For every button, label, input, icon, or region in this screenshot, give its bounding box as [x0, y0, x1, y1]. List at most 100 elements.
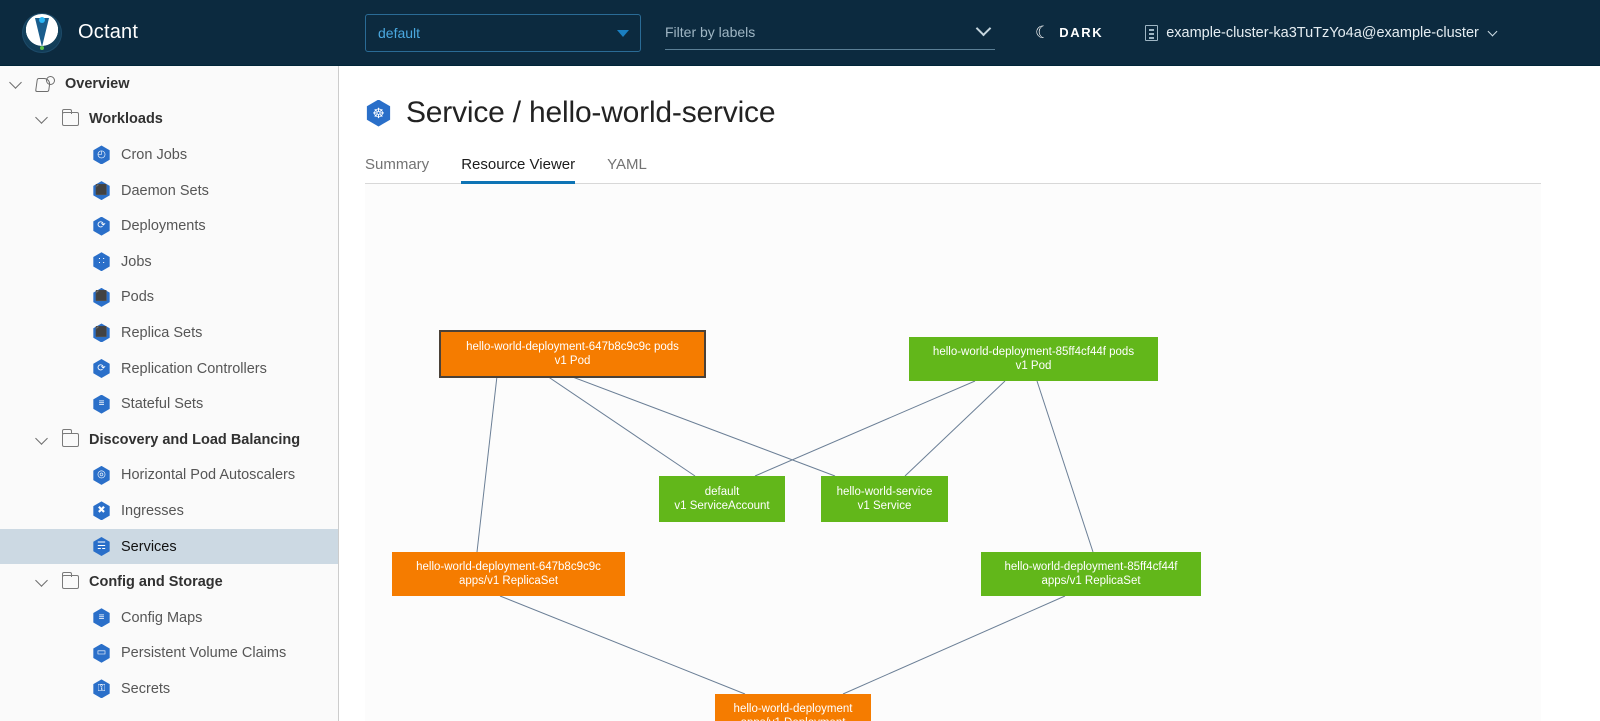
k8s-cronjob-icon: ◴: [92, 145, 111, 165]
graph-edge: [569, 375, 836, 477]
graph-node[interactable]: hello-world-deployment-647b8c9c9c apps/v1…: [392, 552, 625, 596]
sidebar-item-services[interactable]: ☴Services: [0, 528, 338, 565]
chevron-down-icon[interactable]: [36, 575, 50, 589]
cluster-selector[interactable]: example-cluster-ka3TuTzYo4a@example-clus…: [1145, 24, 1498, 41]
graph-node-title: hello-world-deployment-647b8c9c9c: [416, 561, 601, 573]
graph-node-kind: v1 Service: [857, 500, 912, 512]
sidebar-item-jobs[interactable]: ∷Jobs: [0, 244, 338, 280]
sidebar-item-label: Workloads: [89, 111, 163, 128]
folder-icon: [61, 429, 79, 447]
graph-node-kind: v1 ServiceAccount: [674, 500, 770, 512]
sidebar-item-deployments[interactable]: ⟳Deployments: [0, 208, 338, 244]
graph-node-title: default: [704, 486, 740, 498]
graph-edge: [842, 595, 1066, 695]
graph-node-title: hello-world-service: [836, 486, 933, 498]
chevron-down-icon: [617, 29, 629, 37]
graph-edge: [1036, 380, 1094, 553]
page-title: ☸ Service / hello-world-service: [339, 66, 1600, 130]
tab-summary[interactable]: Summary: [365, 156, 430, 173]
page-title-text: Service / hello-world-service: [406, 96, 776, 129]
sidebar-item-config-and-storage[interactable]: Config and Storage: [0, 564, 338, 600]
k8s-pvc-icon: ▭: [92, 643, 111, 663]
sidebar-item-daemon-sets[interactable]: ⬛Daemon Sets: [0, 173, 338, 209]
graph-node-kind: apps/v1 ReplicaSet: [1041, 575, 1141, 587]
sidebar-item-label: Replication Controllers: [121, 360, 267, 377]
sidebar-item-pods[interactable]: ⬛ Pods: [0, 280, 338, 316]
sidebar-item-ingresses[interactable]: ✖Ingresses: [0, 493, 338, 529]
k8s-replicationcontroller-icon: ⟳: [92, 359, 111, 379]
graph-edges: [476, 375, 1094, 695]
tab-bar: Summary Resource Viewer YAML: [365, 150, 1541, 184]
k8s-deployment-icon: ⟳: [92, 216, 111, 236]
graph-node-title: hello-world-deployment-85ff4cf44f pods: [932, 346, 1135, 358]
k8s-ingress-icon: ✖: [92, 501, 111, 521]
namespace-selector[interactable]: default: [365, 13, 641, 52]
sidebar-item-horizontal-pod-autoscalers[interactable]: ◎ Horizontal Pod Autoscalers: [0, 458, 338, 494]
sidebar-item-label: Replica Sets: [121, 324, 203, 341]
overview-icon: [36, 75, 55, 92]
graph-edge: [904, 380, 1006, 477]
brand[interactable]: Octant: [0, 0, 345, 66]
k8s-configmap-icon: ≡: [92, 608, 111, 628]
k8s-hpa-icon: ◎: [92, 465, 111, 485]
graph-node-kind: apps/v1 ReplicaSet: [458, 575, 559, 587]
graph-edge: [499, 595, 746, 695]
main-content: ☸ Service / hello-world-service Summary R…: [339, 66, 1600, 721]
graph-node-title: hello-world-deployment-85ff4cf44f: [1004, 561, 1178, 573]
chevron-down-icon[interactable]: [36, 112, 50, 126]
graph-edge: [476, 375, 498, 553]
theme-toggle[interactable]: ☾ DARK: [1035, 24, 1103, 41]
graph-node[interactable]: hello-world-service v1 Service: [821, 476, 948, 522]
sidebar-item-persistent-volume-claims[interactable]: ▭ Persistent Volume Claims: [0, 636, 338, 672]
sidebar-item-replica-sets[interactable]: ⬛ Replica Sets: [0, 315, 338, 351]
folder-icon: [61, 108, 79, 127]
sidebar-item-label: Discovery and Load Balancing: [89, 431, 301, 448]
labels-filter-placeholder: Filter by labels: [665, 24, 756, 40]
k8s-service-icon: ☸: [365, 99, 392, 127]
sidebar-item-label: Pods: [121, 289, 155, 306]
graph-node[interactable]: default v1 ServiceAccount: [659, 476, 785, 522]
sidebar-item-discovery-and-load-balancing[interactable]: Discovery and Load Balancing: [0, 422, 338, 458]
k8s-replicaset-icon: ⬛: [92, 323, 111, 343]
tab-yaml[interactable]: YAML: [607, 156, 647, 173]
k8s-pod-icon: ⬛: [92, 287, 111, 307]
k8s-secret-icon: ⚿: [92, 679, 111, 699]
folder-icon: [61, 571, 79, 590]
sidebar-item-label: Stateful Sets: [121, 396, 204, 413]
sidebar-item-label: Services: [121, 538, 177, 555]
chevron-down-icon[interactable]: [36, 433, 50, 447]
sidebar-item-secrets[interactable]: ⚿ Secrets: [0, 671, 338, 707]
graph-node[interactable]: hello-world-deploymentapps/v1 Deployment: [715, 694, 871, 721]
resource-viewer-canvas[interactable]: hello-world-deployment-647b8c9c9c pods v1…: [365, 184, 1541, 721]
graph-node-kind: v1 Pod: [1015, 360, 1052, 372]
graph-node[interactable]: hello-world-deployment-85ff4cf44f pods v1…: [909, 337, 1158, 381]
graph-node[interactable]: hello-world-deployment-85ff4cf44f apps/v1…: [981, 552, 1201, 596]
sidebar-item-label: Persistent Volume Claims: [121, 645, 287, 662]
tab-resource-viewer[interactable]: Resource Viewer: [461, 156, 576, 184]
labels-filter-input[interactable]: Filter by labels: [665, 16, 995, 50]
sidebar-item-stateful-sets[interactable]: ≡Stateful Sets: [0, 386, 338, 422]
sidebar-item-config-maps[interactable]: ≡ Config Maps: [0, 600, 338, 636]
cluster-label: example-cluster-ka3TuTzYo4a@example-clus…: [1166, 24, 1479, 41]
graph-node-title: hello-world-deployment-647b8c9c9c pods: [466, 341, 679, 353]
graph-node-kind: apps/v1 Deployment: [741, 716, 846, 721]
sidebar-item-label: Horizontal Pod Autoscalers: [121, 467, 296, 484]
sidebar-item-replication-controllers[interactable]: ⟳ Replication Controllers: [0, 351, 338, 387]
sidebar-item-overview[interactable]: Overview: [0, 66, 338, 102]
chevron-down-icon[interactable]: [10, 77, 24, 91]
sidebar-item-label: Cron Jobs: [121, 146, 188, 163]
sidebar-item-label: Overview: [65, 75, 130, 92]
sidebar-item-workloads[interactable]: Workloads: [0, 102, 338, 138]
chevron-down-icon: [1487, 26, 1498, 36]
sidebar-item-label: Secrets: [121, 680, 171, 697]
octant-logo-icon: [22, 12, 62, 53]
sidebar-item-label: Config and Storage: [89, 574, 223, 591]
sidebar-item-label: Config Maps: [121, 609, 203, 626]
graph-edge: [546, 375, 696, 477]
sidebar-item-label: Jobs: [121, 253, 152, 270]
cluster-icon: [1145, 24, 1159, 41]
sidebar-item-cron-jobs[interactable]: ◴ Cron Jobs: [0, 137, 338, 173]
moon-icon: ☾: [1035, 23, 1051, 42]
